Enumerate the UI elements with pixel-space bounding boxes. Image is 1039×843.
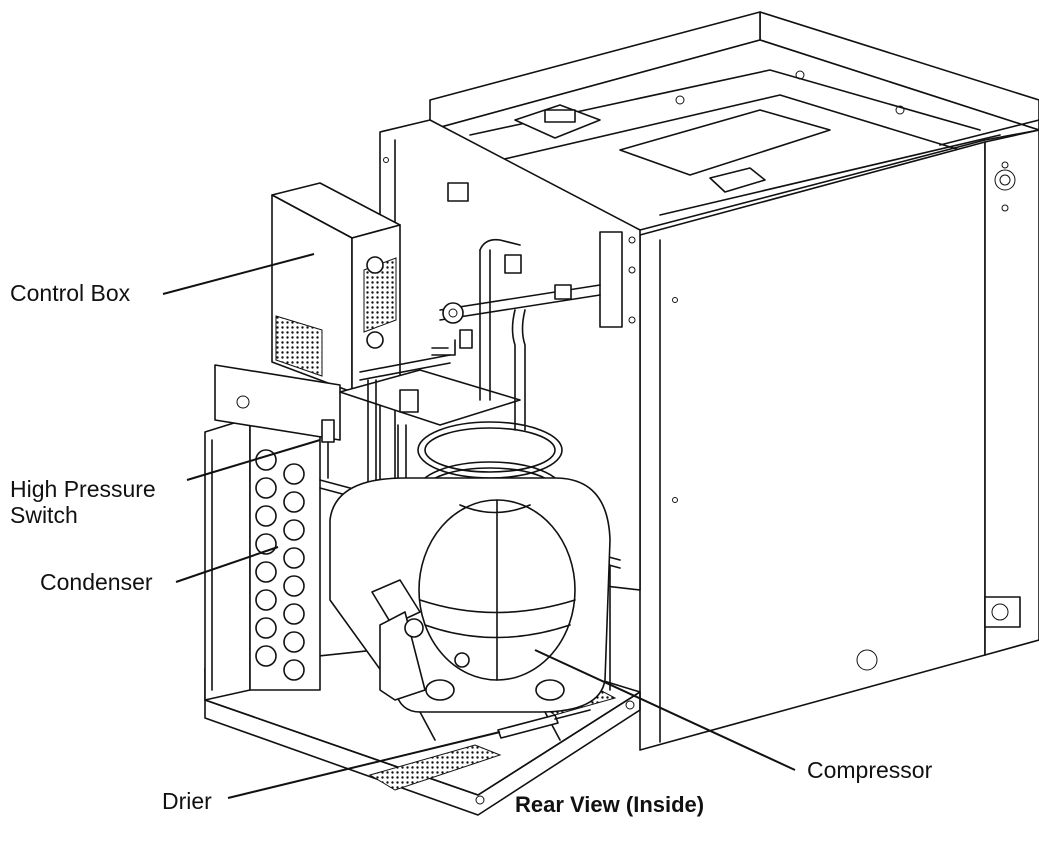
top-housing bbox=[429, 11, 1039, 231]
cabinet-panel bbox=[639, 129, 1039, 751]
figure-caption: Rear View (Inside) bbox=[515, 792, 705, 817]
high-pressure-switch-label-line2: Switch bbox=[10, 502, 78, 529]
condenser-label: Condenser bbox=[40, 569, 153, 595]
condenser-coil bbox=[204, 417, 321, 701]
control-box-label: Control Box bbox=[10, 280, 131, 306]
control-box bbox=[271, 182, 401, 393]
high-pressure-switch bbox=[321, 419, 335, 479]
refrigerant-tubing bbox=[319, 238, 621, 691]
high-pressure-switch-label: High Pressure Switch bbox=[10, 476, 156, 529]
drier-label: Drier bbox=[162, 788, 212, 814]
high-pressure-switch-label-line1: High Pressure bbox=[10, 476, 156, 502]
leader-lines bbox=[162, 253, 796, 799]
drier bbox=[497, 709, 591, 739]
compressor bbox=[329, 477, 611, 741]
compressor-label: Compressor bbox=[807, 757, 933, 783]
mounting-bracket bbox=[214, 364, 521, 441]
